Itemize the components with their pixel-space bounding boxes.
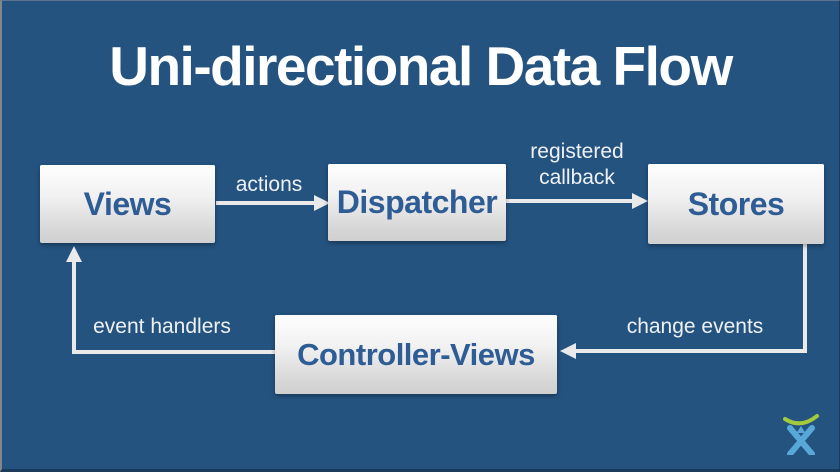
node-views-label: Views [83, 185, 172, 222]
arrow-dispatcher-to-stores [506, 193, 648, 209]
edge-label-actions: actions [235, 173, 303, 196]
slide-title: Uni-directional Data Flow [109, 35, 733, 97]
arrow-stores-to-controller-views [560, 244, 807, 359]
node-controller-views-label: Controller-Views [297, 336, 535, 372]
node-controller-views: Controller-Views [275, 315, 557, 394]
node-stores-label: Stores [687, 185, 785, 222]
atlassian-charlie-logo-icon [783, 414, 819, 455]
node-dispatcher: Dispatcher [328, 164, 506, 241]
edge-label-event-handlers: event handlers [93, 315, 231, 338]
node-stores: Stores [648, 164, 824, 244]
edge-label-change-events: change events [626, 315, 764, 338]
node-views: Views [40, 165, 215, 243]
edge-label-registered-callback: registered callback [530, 140, 624, 189]
node-dispatcher-label: Dispatcher [336, 184, 498, 220]
